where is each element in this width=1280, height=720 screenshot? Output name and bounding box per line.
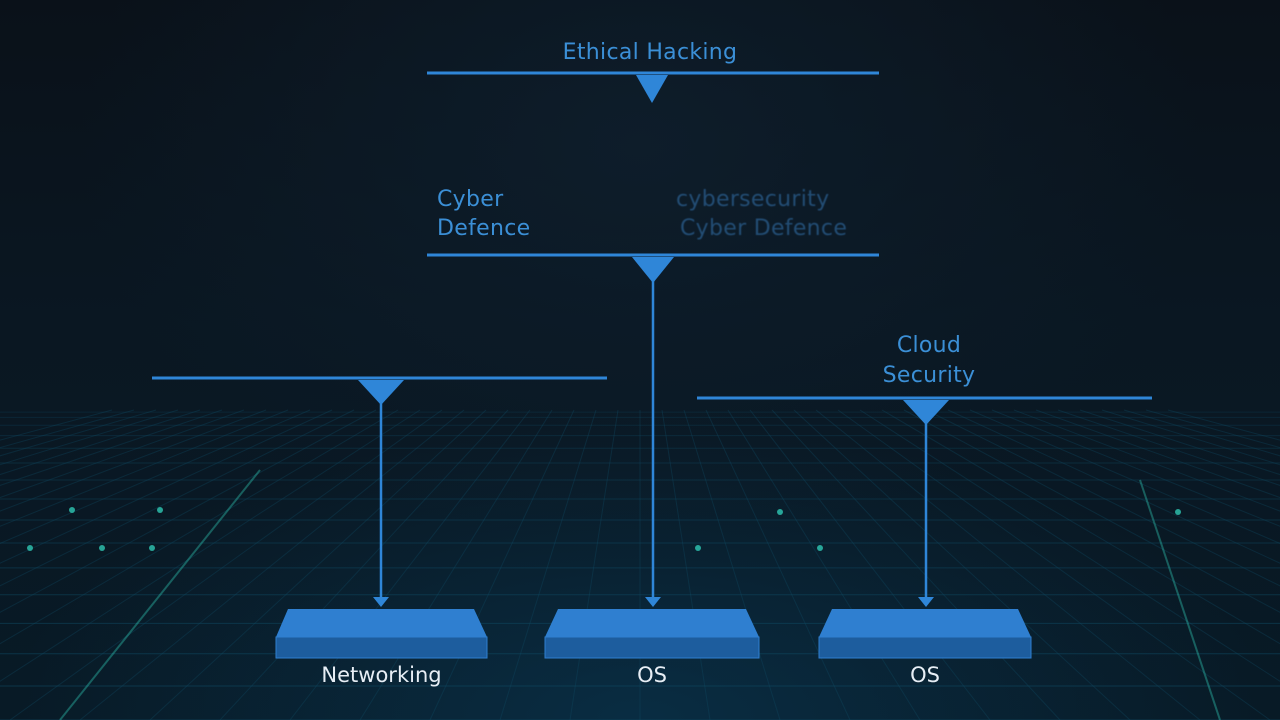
platform-os-center — [544, 609, 760, 659]
label-cyber-defence-line1: Cyber — [437, 187, 504, 212]
top-bar-connector — [427, 71, 879, 103]
label-cyber-defence-line2: Defence — [437, 216, 531, 241]
title-ethical-hacking: Ethical Hacking — [562, 40, 738, 65]
platform-networking — [275, 609, 488, 659]
node-label-os-right: OS — [910, 663, 940, 687]
node-label-networking: Networking — [321, 663, 442, 687]
label-cloud: Cloud — [896, 333, 962, 358]
platform-os-right — [818, 609, 1032, 659]
middle-bar-connector — [427, 253, 879, 607]
label-security: Security — [882, 363, 976, 388]
ghost-label-cybersecurity: cybersecurity — [676, 187, 830, 212]
ghost-label-cyber-defence: Cyber Defence — [680, 216, 848, 241]
node-label-os-center: OS — [637, 663, 667, 687]
left-bar-connector — [152, 376, 607, 607]
right-bar-connector — [697, 396, 1152, 607]
